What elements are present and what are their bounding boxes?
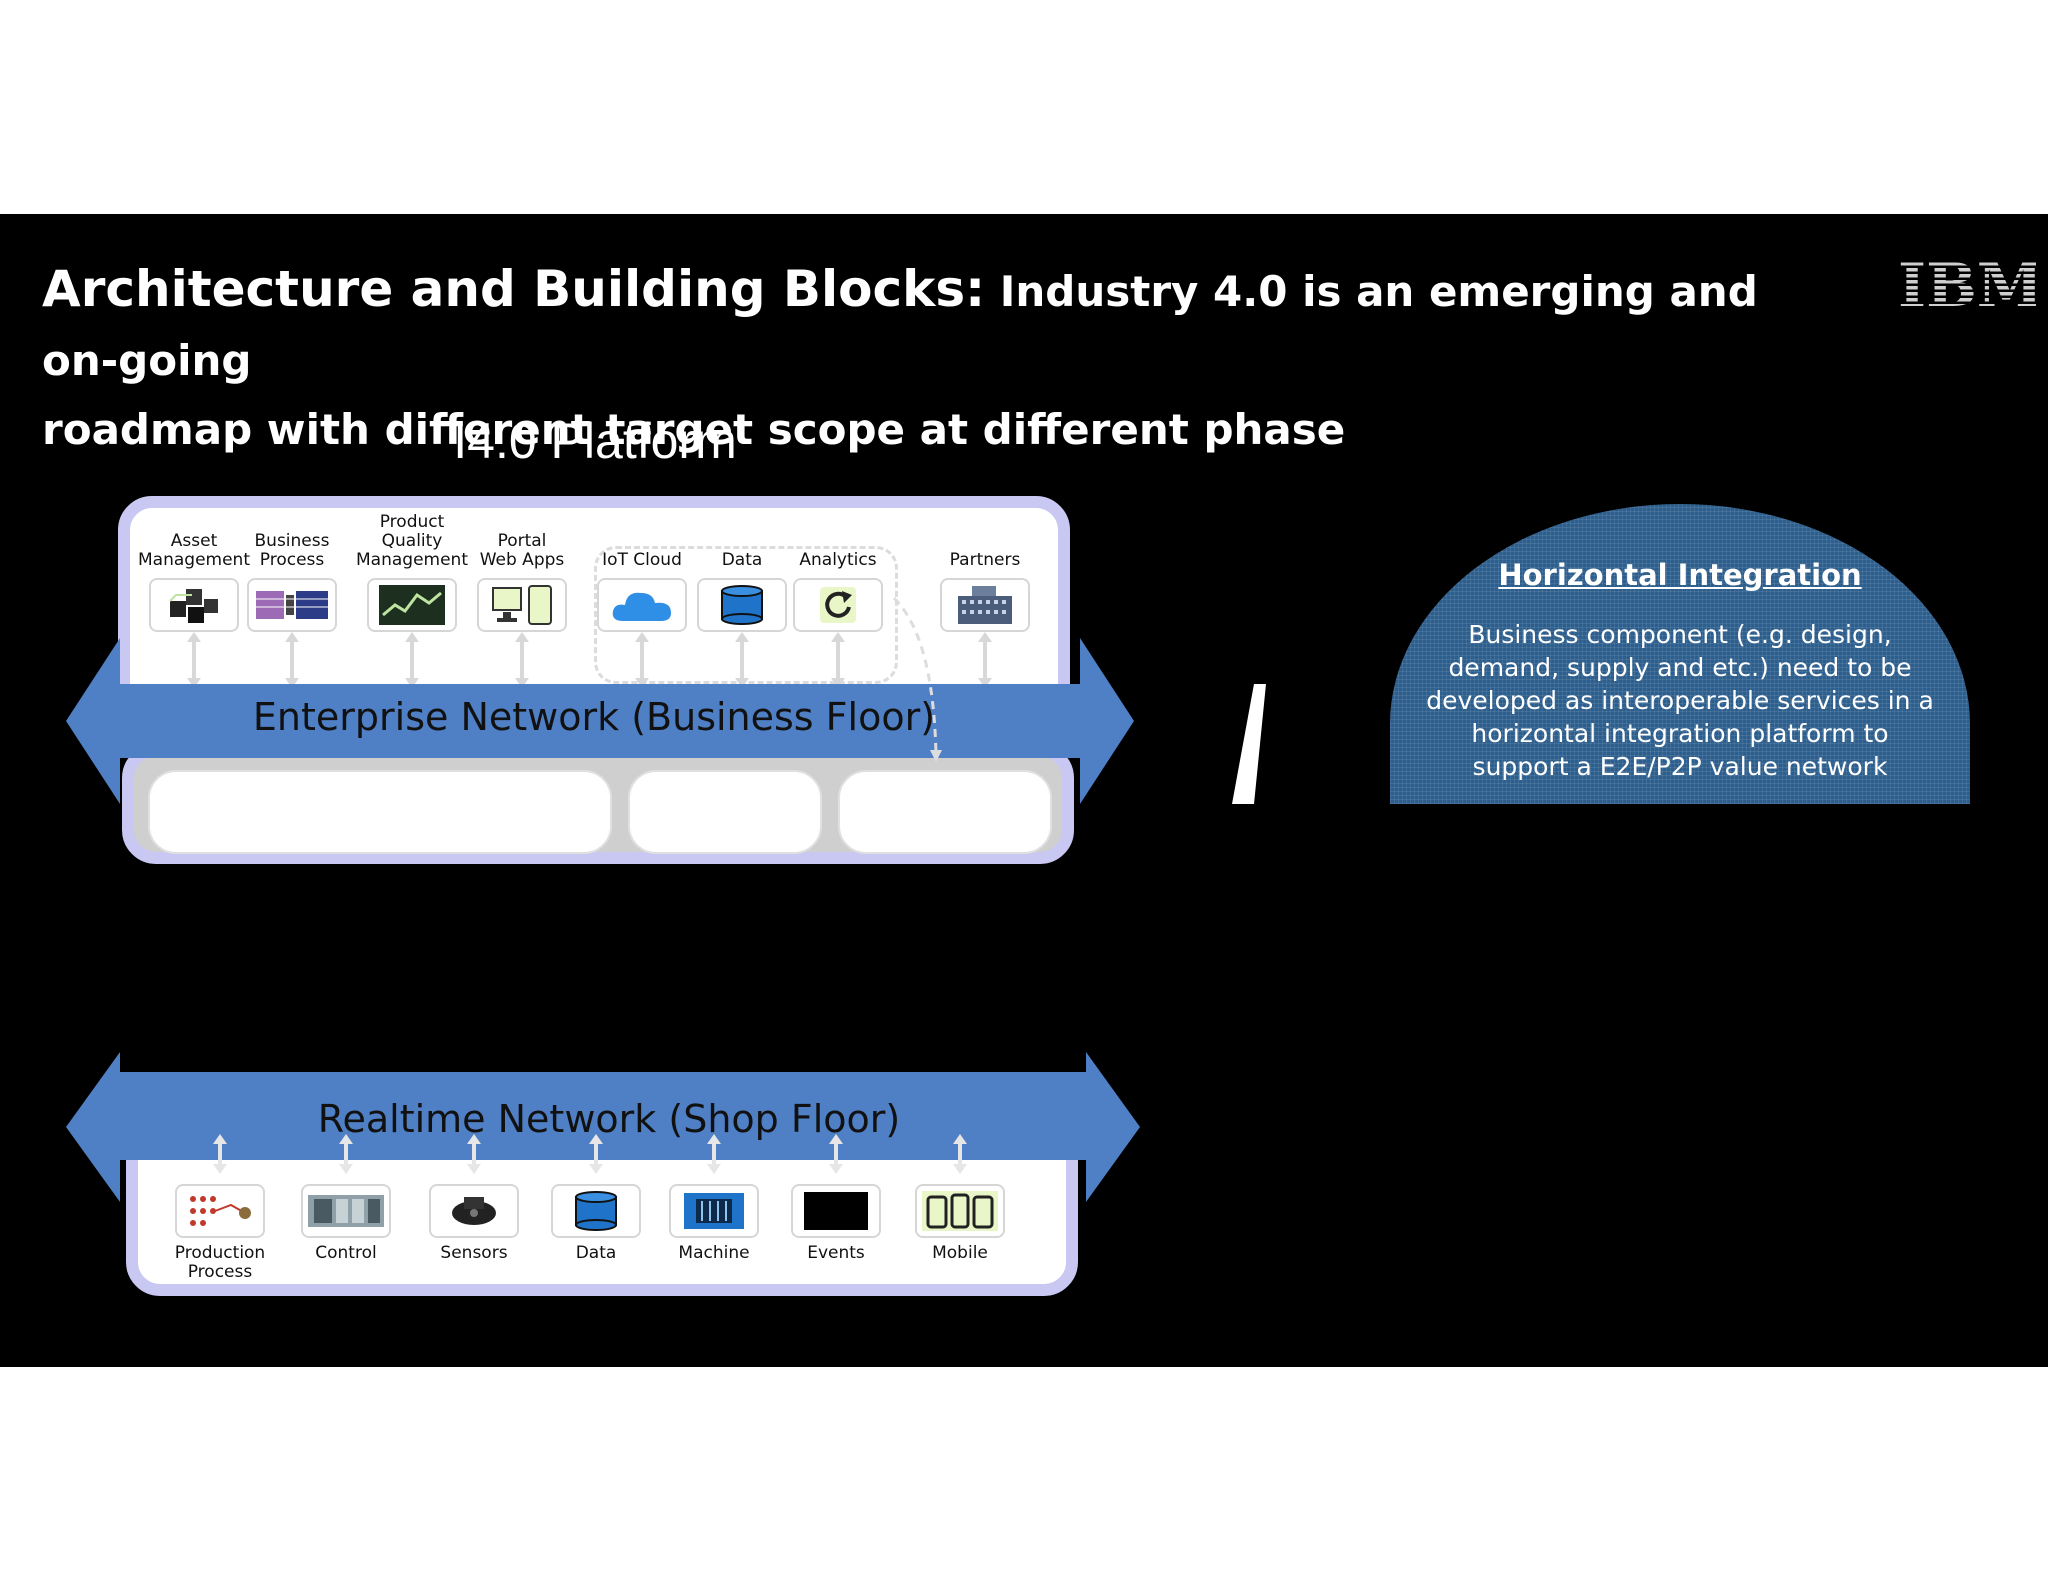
module-mobile: Mobile (904, 1184, 1016, 1284)
vertical-connector-icon (704, 1134, 721, 1178)
ibm-logo-icon: IBM (1898, 251, 2043, 321)
vertical-connector-icon (732, 632, 749, 692)
module-partners: Partners (929, 512, 1041, 632)
double-arrow-icon (66, 1052, 1140, 1202)
slide-title: Architecture and Building Blocks: Indust… (42, 256, 1842, 466)
vertical-connector-icon (826, 1134, 843, 1178)
module-label: Control (315, 1243, 377, 1263)
middle-box (628, 770, 822, 854)
double-arrow-icon (66, 638, 1134, 804)
vertical-connector-icon (632, 632, 649, 692)
decorative-sliver (1232, 684, 1266, 804)
enterprise-network-arrow: Enterprise Network (Business Floor) (66, 638, 1134, 804)
vertical-connector-icon (464, 1134, 481, 1178)
plc-icon (301, 1184, 391, 1238)
module-data: Data (686, 512, 798, 632)
sensor-icon (429, 1184, 519, 1238)
vertical-connector-icon (975, 632, 992, 692)
module-label: Portal Web Apps (479, 531, 565, 570)
cloud-group (594, 546, 898, 684)
module-label: Events (807, 1243, 865, 1263)
database-icon (697, 578, 787, 632)
vertical-connector-icon (184, 632, 201, 692)
database-icon (551, 1184, 641, 1238)
svg-text:IBM: IBM (1898, 256, 2036, 312)
module-data: Data (540, 1184, 652, 1284)
slide: Architecture and Building Blocks: Indust… (0, 214, 2048, 1367)
module-label: Data (721, 550, 763, 570)
middle-box (838, 770, 1052, 854)
mobile-icon (915, 1184, 1005, 1238)
module-label: Analytics (799, 550, 877, 570)
module-asset-management: Asset Management (138, 512, 250, 632)
cloud-icon (597, 578, 687, 632)
module-iot-cloud: IoT Cloud (586, 512, 698, 632)
module-label: Sensors (440, 1243, 508, 1263)
horizontal-integration-title: Horizontal Integration (1498, 558, 1862, 592)
cubes-icon (149, 578, 239, 632)
vertical-connector-icon (828, 632, 845, 692)
module-events: Events (780, 1184, 892, 1284)
building-icon (940, 578, 1030, 632)
chart-icon (367, 578, 457, 632)
module-label: IoT Cloud (602, 550, 682, 570)
module-label: Partners (949, 550, 1021, 570)
vertical-connector-icon (282, 632, 299, 692)
module-sensors: Sensors (418, 1184, 530, 1284)
module-production-process: Production Process (164, 1184, 276, 1284)
module-label: Mobile (932, 1243, 988, 1263)
machine-icon (669, 1184, 759, 1238)
vertical-connector-icon (336, 1134, 353, 1178)
horizontal-integration-body: Business component (e.g. design, demand,… (1426, 620, 1934, 781)
module-product-quality-management: Product Quality Management (356, 512, 468, 632)
module-label: Product Quality Management (356, 512, 468, 570)
middle-box (148, 770, 612, 854)
process-icon (247, 578, 337, 632)
vertical-connector-icon (402, 632, 419, 692)
vertical-connector-icon (210, 1134, 227, 1178)
module-analytics: Analytics (782, 512, 894, 632)
title-main: Architecture and Building Blocks: (42, 260, 986, 318)
module-label: Machine (678, 1243, 750, 1263)
ibm-logo: IBM (1898, 251, 2043, 321)
enterprise-panel (118, 496, 1070, 716)
module-business-process: Business Process (236, 512, 348, 632)
title-sub-line1: Industry 4.0 is an emerging and on-going (42, 267, 1758, 385)
module-label: Data (575, 1243, 617, 1263)
horizontal-integration-callout: Horizontal Integration Business componen… (1390, 504, 1970, 804)
title-sub-line2: roadmap with different target scope at d… (42, 405, 1346, 454)
production-icon (175, 1184, 265, 1238)
enterprise-network-label: Enterprise Network (Business Floor) (252, 695, 936, 739)
refresh-icon (793, 578, 883, 632)
vertical-connector-icon (586, 1134, 603, 1178)
realtime-network-arrow: Realtime Network (Shop Floor) (66, 1052, 1140, 1202)
realtime-network-label: Realtime Network (Shop Floor) (317, 1097, 901, 1141)
module-label: Production Process (174, 1243, 266, 1282)
module-label: Asset Management (138, 531, 250, 570)
vertical-connector-icon (950, 1134, 967, 1178)
devices-icon (477, 578, 567, 632)
module-machine: Machine (658, 1184, 770, 1284)
dashed-connector (892, 596, 942, 762)
middle-panel (122, 744, 1074, 864)
vertical-connector-icon (512, 632, 529, 692)
platform-label: I4.0 Platform (453, 413, 737, 469)
module-label: Business Process (254, 531, 330, 570)
module-control: Control (290, 1184, 402, 1284)
events-icon (791, 1184, 881, 1238)
module-portal-web-apps: Portal Web Apps (466, 512, 578, 632)
